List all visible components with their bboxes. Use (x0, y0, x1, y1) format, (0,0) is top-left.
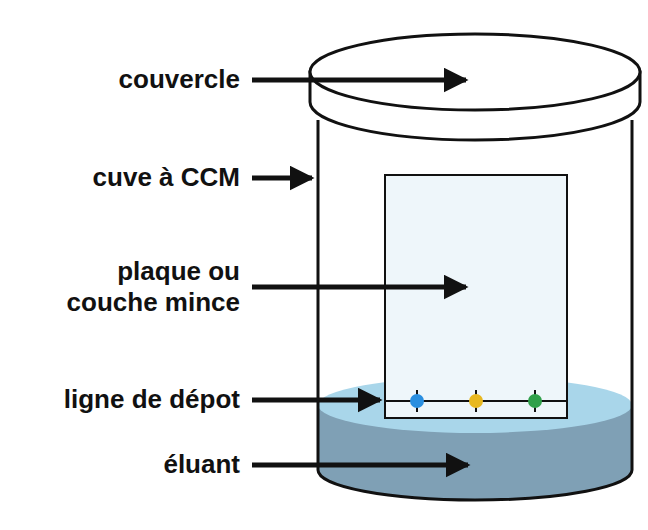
part-label: plaque ou couche mince (40, 256, 240, 318)
leader-arrows (252, 80, 468, 465)
part-label: couvercle (10, 64, 240, 95)
tlc-plate (385, 175, 567, 418)
part-label: cuve à CCM (10, 162, 240, 193)
part-label: ligne de dépot (4, 384, 240, 415)
part-label: éluant (10, 449, 240, 480)
tlc-tank (318, 120, 632, 500)
tlc-lid (310, 34, 640, 140)
